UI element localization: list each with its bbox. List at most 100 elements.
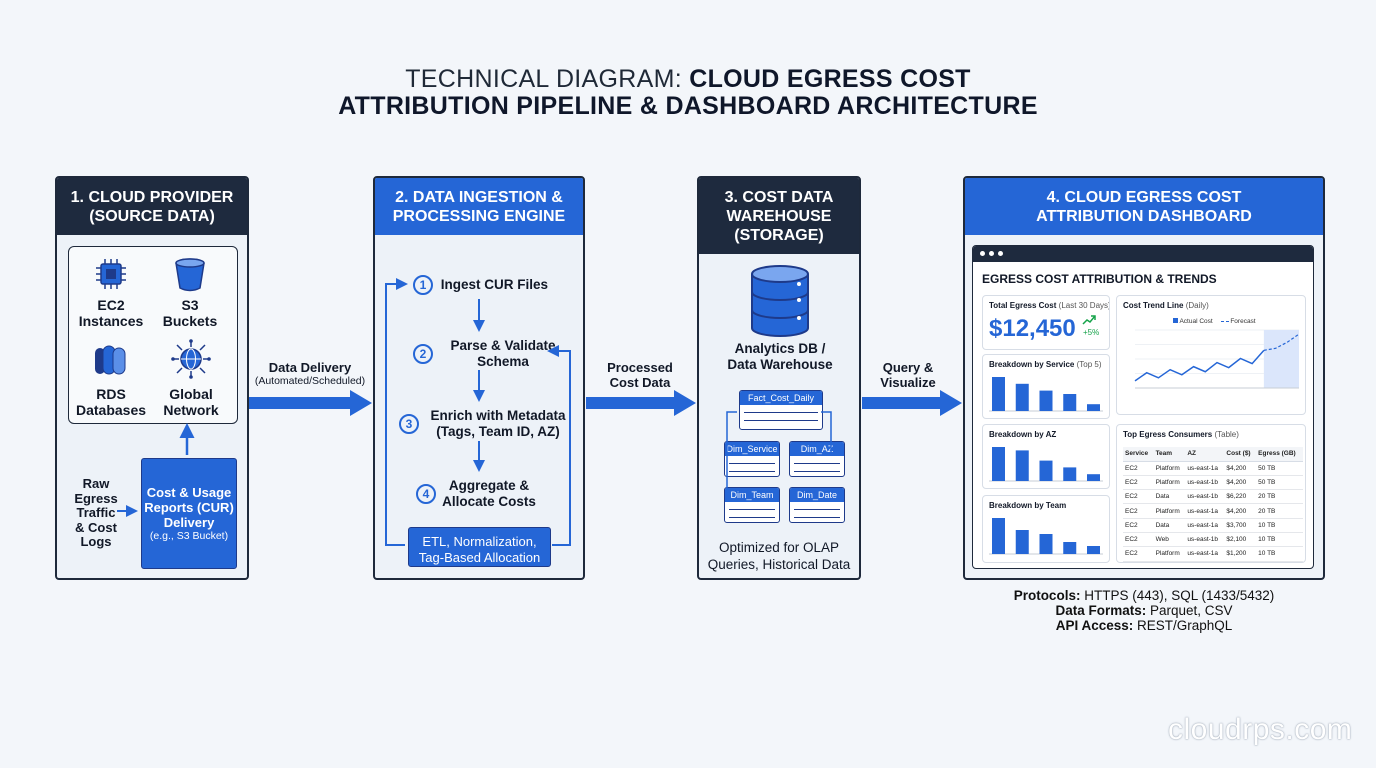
service-bar-bar [1063, 394, 1077, 411]
step-4-label: Aggregate & Allocate Costs [434, 478, 544, 510]
table-row-line [794, 504, 840, 510]
service-bar-bar [1087, 404, 1100, 411]
table-cell: Web [1153, 532, 1186, 548]
formats-line: Data Formats: Parquet, CSV [960, 603, 1328, 618]
col-egress: Egress (GB) [1256, 447, 1303, 462]
col-az: AZ [1185, 447, 1225, 462]
table-cell: us-east-1a [1185, 461, 1225, 476]
top-consumers-sub: (Table) [1214, 430, 1239, 439]
legend-forecast-label: Forecast [1230, 318, 1256, 325]
service-ec2-name: EC2 [97, 297, 125, 313]
service-network-label: Global Network [151, 386, 231, 418]
total-cost-value: $12,450 [989, 315, 1076, 342]
service-bar-chart [989, 377, 1103, 412]
step-1-label: Ingest CUR Files [440, 277, 549, 293]
panel-4-header: 4. CLOUD EGRESS COST ATTRIBUTION DASHBOA… [965, 178, 1323, 235]
raw-line-5: Logs [80, 534, 112, 549]
panel-1-header-line-1: 1. CLOUD PROVIDER [70, 188, 234, 206]
step-3-line-1: Enrich with Metadata [430, 408, 566, 423]
table-row-line [729, 512, 775, 518]
actual-cost-line [1134, 349, 1265, 382]
table-row-line [744, 407, 818, 413]
table-cell: us-east-1a [1185, 518, 1225, 533]
analytics-db-line-1: Analytics DB / [734, 341, 826, 356]
service-rds-label: RDS Databases [71, 386, 151, 418]
panel-2-header-line-1: 2. DATA INGESTION & [395, 188, 563, 206]
arrow-delivery-label: Data Delivery (Automated/Scheduled) [250, 360, 370, 388]
analytics-db-line-2: Data Warehouse [727, 357, 833, 372]
warehouse-note: Optimized for OLAP Queries, Historical D… [699, 539, 859, 573]
team-bar-chart [989, 518, 1103, 555]
table-row-line [729, 504, 775, 510]
table-cell: Data [1153, 518, 1186, 533]
table-row-line [794, 512, 840, 518]
table-cell: 50 TB [1256, 461, 1303, 476]
az-bar-chart [989, 447, 1103, 482]
globe-network-icon [171, 339, 211, 379]
panel-3-header: 3. COST DATA WAREHOUSE (STORAGE) [699, 178, 859, 254]
legend-forecast-swatch [1220, 320, 1229, 322]
total-cost-card: Total Egress Cost (Last 30 Days) $12,450… [982, 295, 1110, 350]
service-s3-type: Buckets [162, 313, 218, 329]
total-cost-label: Total Egress Cost [989, 301, 1057, 310]
team-bar-bar [1015, 530, 1029, 554]
panel-cloud-provider: 1. CLOUD PROVIDER (SOURCE DATA) EC2 Inst… [55, 176, 249, 580]
database-icon [751, 265, 809, 337]
etl-box: ETL, Normalization, Tag-Based Allocation [408, 527, 551, 567]
service-breakdown-card: Breakdown by Service (Top 5) [982, 354, 1110, 419]
panel-1-header: 1. CLOUD PROVIDER (SOURCE DATA) [57, 178, 247, 235]
col-team: Team [1153, 447, 1186, 462]
warehouse-note-line-2: Queries, Historical Data [707, 557, 851, 572]
service-breakdown-label: Breakdown by Service [989, 360, 1075, 369]
trend-label: Cost Trend Line [1123, 301, 1184, 310]
table-cell: $2,100 [1224, 532, 1257, 548]
table-cell: 20 TB [1256, 503, 1303, 519]
top-consumers-title: Top Egress Consumers (Table) [1123, 430, 1239, 439]
total-cost-delta: +5% [1083, 328, 1100, 337]
service-bar-bar [1015, 383, 1029, 411]
arrow-query [862, 390, 962, 416]
top-consumers-table: Service Team AZ Cost ($) Egress (GB) EC2… [1123, 447, 1303, 562]
team-bar-bar [1039, 534, 1053, 554]
panel-3-header-line-3: (STORAGE) [734, 226, 824, 244]
service-bar-bar [1039, 390, 1053, 411]
table-cell: Data [1153, 489, 1186, 505]
panel-2-header-line-2: PROCESSING ENGINE [392, 207, 566, 225]
service-rds-name: RDS [96, 386, 126, 402]
diagram-title: TECHNICAL DIAGRAM: CLOUD EGRESS COST ATT… [0, 66, 1376, 120]
service-s3-name: S3 [181, 297, 199, 313]
window-dot-icon [980, 251, 985, 256]
trend-title: Cost Trend Line (Daily) [1123, 301, 1209, 310]
table-cell: 10 TB [1256, 532, 1303, 548]
arrow-processed-label: Processed Cost Data [590, 360, 690, 390]
col-cost: Cost ($) [1224, 447, 1257, 462]
table-cell: $3,700 [1224, 518, 1257, 533]
step-1: 1 Ingest CUR Files [413, 275, 583, 295]
table-cell: $6,220 [1224, 489, 1257, 505]
window-dot-icon [989, 251, 994, 256]
window-titlebar [973, 246, 1313, 262]
panel-1-header-line-2: (SOURCE DATA) [89, 207, 215, 225]
raw-line-3: Traffic [76, 505, 116, 520]
arrow-query-line-2: Visualize [880, 375, 936, 390]
arrow-delivery-title: Data Delivery [268, 360, 352, 375]
cur-line-3: Delivery [163, 515, 215, 530]
table-cell: EC2 [1123, 461, 1154, 476]
arrow-delivery [249, 390, 372, 416]
table-cell: us-east-1b [1185, 532, 1225, 548]
table-dim-date-name: Dim_Date [790, 488, 844, 502]
api-line: API Access: REST/GraphQL [960, 618, 1328, 633]
top-consumers-label: Top Egress Consumers [1123, 430, 1213, 439]
raw-egress-label: Raw Egress Traffic & Cost Logs [65, 476, 127, 550]
step-2-number: 2 [413, 344, 433, 364]
panel-2-header: 2. DATA INGESTION & PROCESSING ENGINE [375, 178, 583, 235]
table-cell: us-east-1b [1185, 475, 1225, 491]
protocols-value: HTTPS (443), SQL (1433/5432) [1080, 588, 1275, 603]
table-cell: Platform [1153, 475, 1186, 491]
table-header-row: Service Team AZ Cost ($) Egress (GB) [1123, 447, 1303, 462]
step-3-line-2: (Tags, Team ID, AZ) [436, 424, 560, 439]
table-cell: us-east-1a [1185, 503, 1225, 519]
arrow-processed [586, 390, 696, 416]
service-breakdown-title: Breakdown by Service (Top 5) [989, 360, 1102, 369]
